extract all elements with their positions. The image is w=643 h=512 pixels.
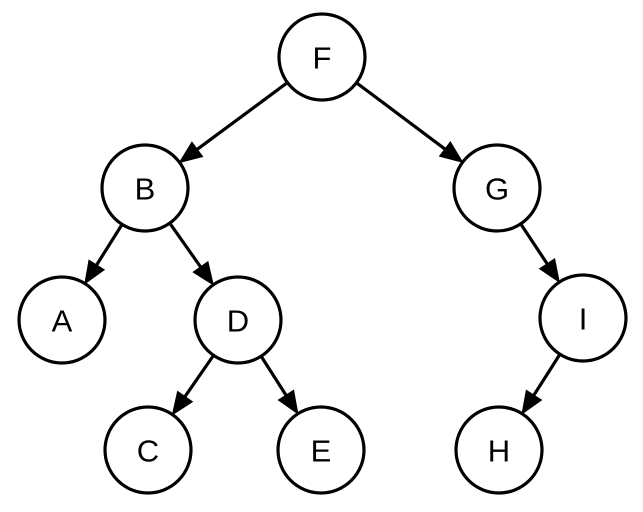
node-label: C bbox=[137, 434, 159, 469]
arrowhead-icon bbox=[538, 257, 561, 284]
node-label: G bbox=[485, 172, 509, 207]
nodes-layer: F B G A D I C E H bbox=[17, 12, 628, 495]
node-label: H bbox=[488, 434, 510, 469]
tree-node-f[interactable]: F bbox=[277, 12, 367, 102]
tree-edge-f-b bbox=[178, 81, 289, 164]
tree-node-c[interactable]: C bbox=[103, 405, 193, 495]
node-label: F bbox=[313, 41, 332, 76]
node-circle[interactable] bbox=[103, 405, 193, 495]
node-circle[interactable] bbox=[277, 12, 367, 102]
tree-edge-d-e bbox=[259, 355, 299, 415]
tree-node-b[interactable]: B bbox=[100, 143, 190, 233]
arrowhead-icon bbox=[521, 389, 543, 415]
edge-line bbox=[355, 81, 446, 151]
node-circle[interactable] bbox=[193, 275, 283, 365]
tree-edge-d-c bbox=[171, 354, 215, 416]
edges-layer bbox=[84, 81, 562, 416]
tree-edge-b-d bbox=[168, 222, 214, 286]
arrowhead-icon bbox=[438, 140, 464, 164]
tree-edge-b-a bbox=[84, 223, 124, 285]
arrowhead-icon bbox=[178, 141, 204, 164]
tree-node-i[interactable]: I bbox=[538, 273, 628, 363]
node-circle[interactable] bbox=[454, 405, 544, 495]
node-circle[interactable] bbox=[100, 143, 190, 233]
arrowhead-icon bbox=[84, 259, 106, 285]
edge-line bbox=[519, 222, 549, 265]
node-circle[interactable] bbox=[17, 275, 107, 365]
node-label: E bbox=[311, 434, 332, 469]
edge-line bbox=[196, 81, 289, 151]
edge-line bbox=[259, 355, 288, 397]
node-label: I bbox=[579, 302, 588, 337]
edge-line bbox=[532, 353, 562, 397]
tree-node-e[interactable]: E bbox=[276, 405, 366, 495]
edge-line bbox=[168, 222, 202, 268]
node-circle[interactable] bbox=[538, 273, 628, 363]
node-label: D bbox=[227, 304, 249, 339]
tree-edge-i-h bbox=[521, 353, 562, 415]
edge-line bbox=[183, 354, 215, 398]
arrowhead-icon bbox=[277, 389, 299, 415]
edge-line bbox=[95, 223, 124, 266]
node-circle[interactable] bbox=[276, 405, 366, 495]
tree-node-d[interactable]: D bbox=[193, 275, 283, 365]
tree-node-a[interactable]: A bbox=[17, 275, 107, 365]
node-label: A bbox=[52, 304, 73, 339]
arrowhead-icon bbox=[171, 390, 194, 416]
tree-node-g[interactable]: G bbox=[452, 143, 542, 233]
node-circle[interactable] bbox=[452, 143, 542, 233]
tree-edge-f-g bbox=[355, 81, 464, 164]
tree-edge-g-i bbox=[519, 222, 561, 284]
arrowhead-icon bbox=[192, 260, 214, 286]
node-label: B bbox=[135, 172, 156, 207]
tree-node-h[interactable]: H bbox=[454, 405, 544, 495]
